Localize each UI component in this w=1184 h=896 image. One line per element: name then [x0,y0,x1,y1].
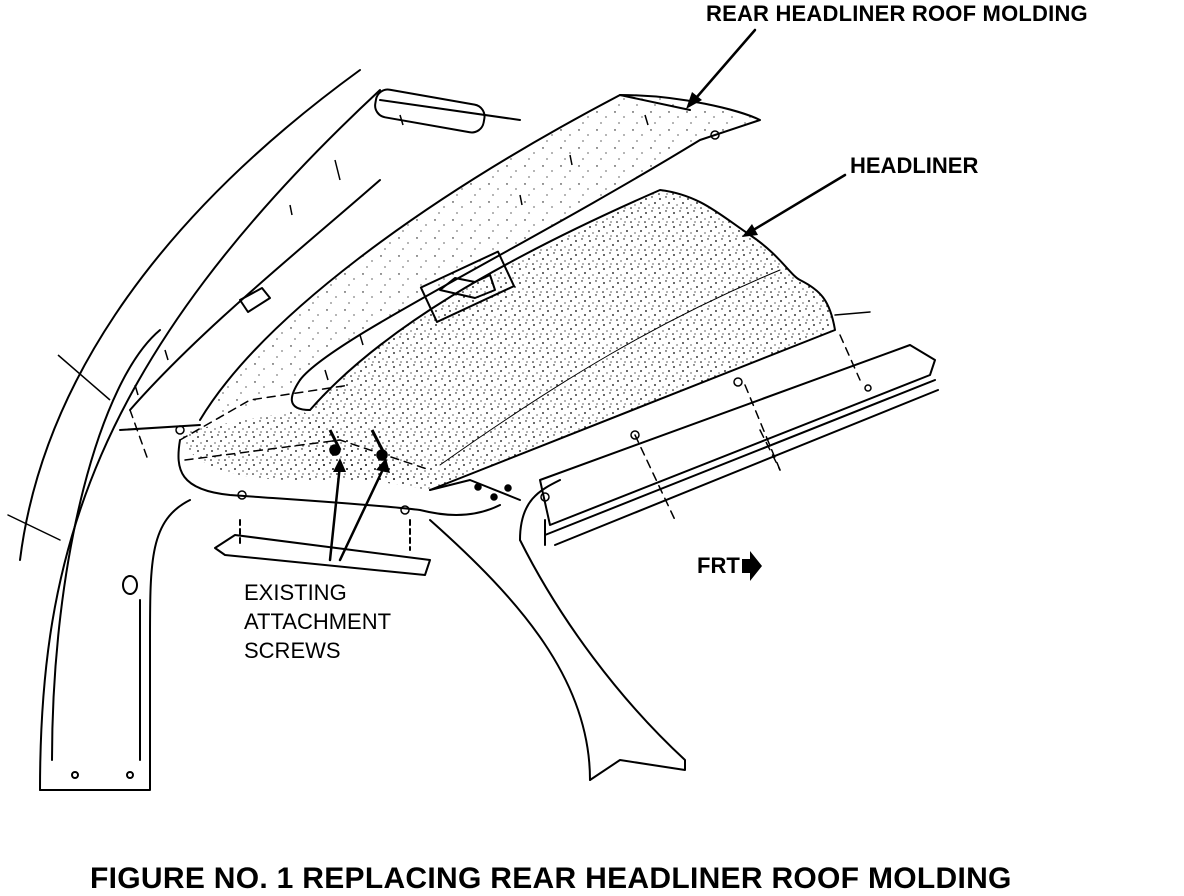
right-pillar [429,479,686,781]
molding-texture [200,95,760,430]
lower-panel [177,439,521,516]
rear-upper-panel [119,88,521,431]
headliner-texture [310,190,835,490]
screws-label: EXISTING ATTACHMENT SCREWS [244,578,391,665]
right-side-molding [539,344,939,546]
left-molding-strip [214,519,431,576]
rear-molding-label: REAR HEADLINER ROOF MOLDING [706,1,1088,26]
screws-label-line1: EXISTING [244,580,347,605]
front-label: FRT [697,553,740,578]
screws-label-line3: SCREWS [244,638,341,663]
headliner-label: HEADLINER [850,153,979,178]
left-rear-pillar [7,69,381,791]
clip-marks [57,114,649,401]
arrow-right-icon [741,551,762,581]
figure-caption: FIGURE NO. 1 REPLACING REAR HEADLINER RO… [90,862,1012,895]
screws-label-line2: ATTACHMENT [244,609,392,634]
screw-icons [175,130,872,515]
arrowheads [333,92,758,473]
panel-texture [180,410,420,480]
front-indicator: FRT [697,551,762,581]
